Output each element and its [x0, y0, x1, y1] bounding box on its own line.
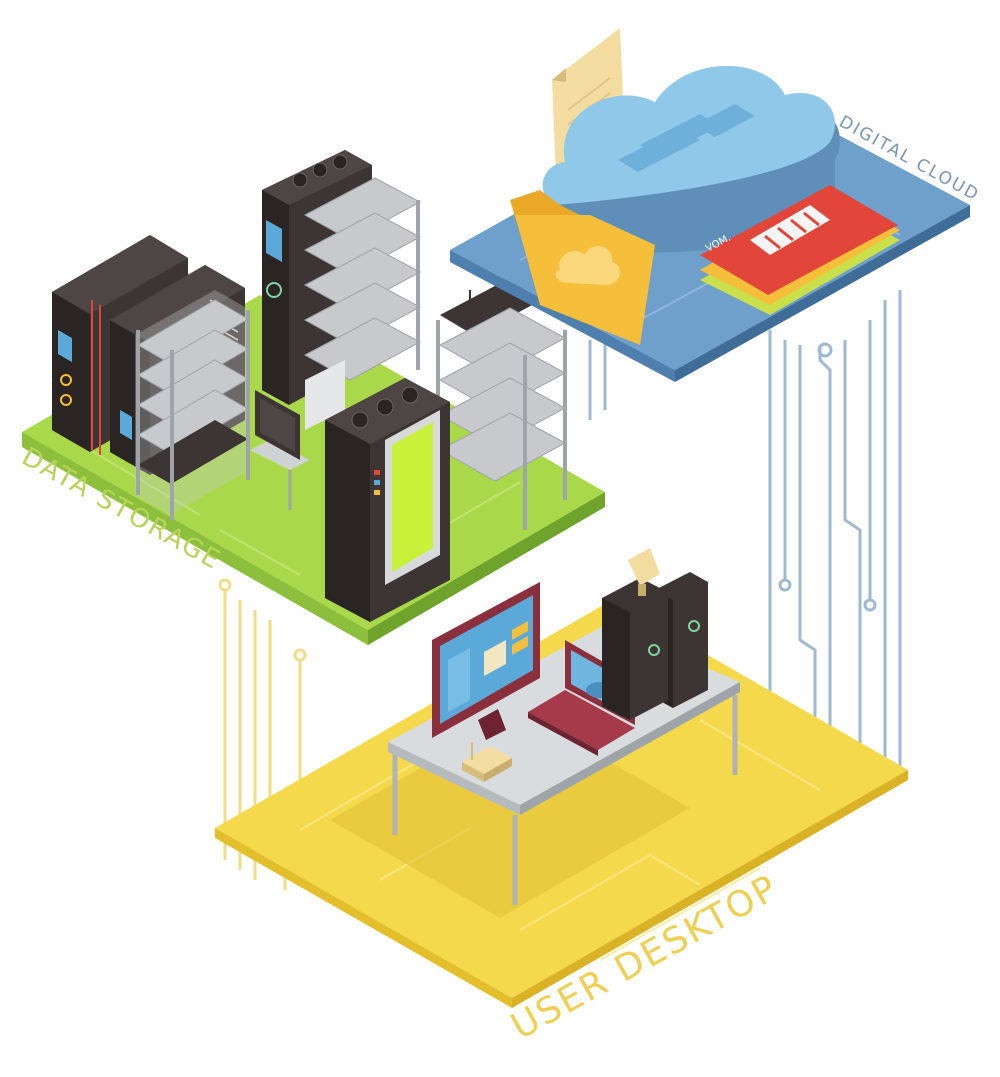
cloud-icon	[542, 65, 840, 253]
video-file-icon[interactable]: VOM.	[700, 185, 900, 315]
folder-icon	[510, 190, 655, 345]
blue-circuit-lines	[588, 290, 902, 780]
storage-monitor	[250, 390, 310, 510]
shelf-rack-left	[135, 290, 250, 520]
server-cabinet-front	[325, 378, 450, 622]
shelf-rack-center	[303, 177, 422, 430]
desktop-monitor[interactable]	[432, 582, 540, 740]
desktop-towers	[602, 548, 708, 720]
router	[462, 742, 512, 782]
